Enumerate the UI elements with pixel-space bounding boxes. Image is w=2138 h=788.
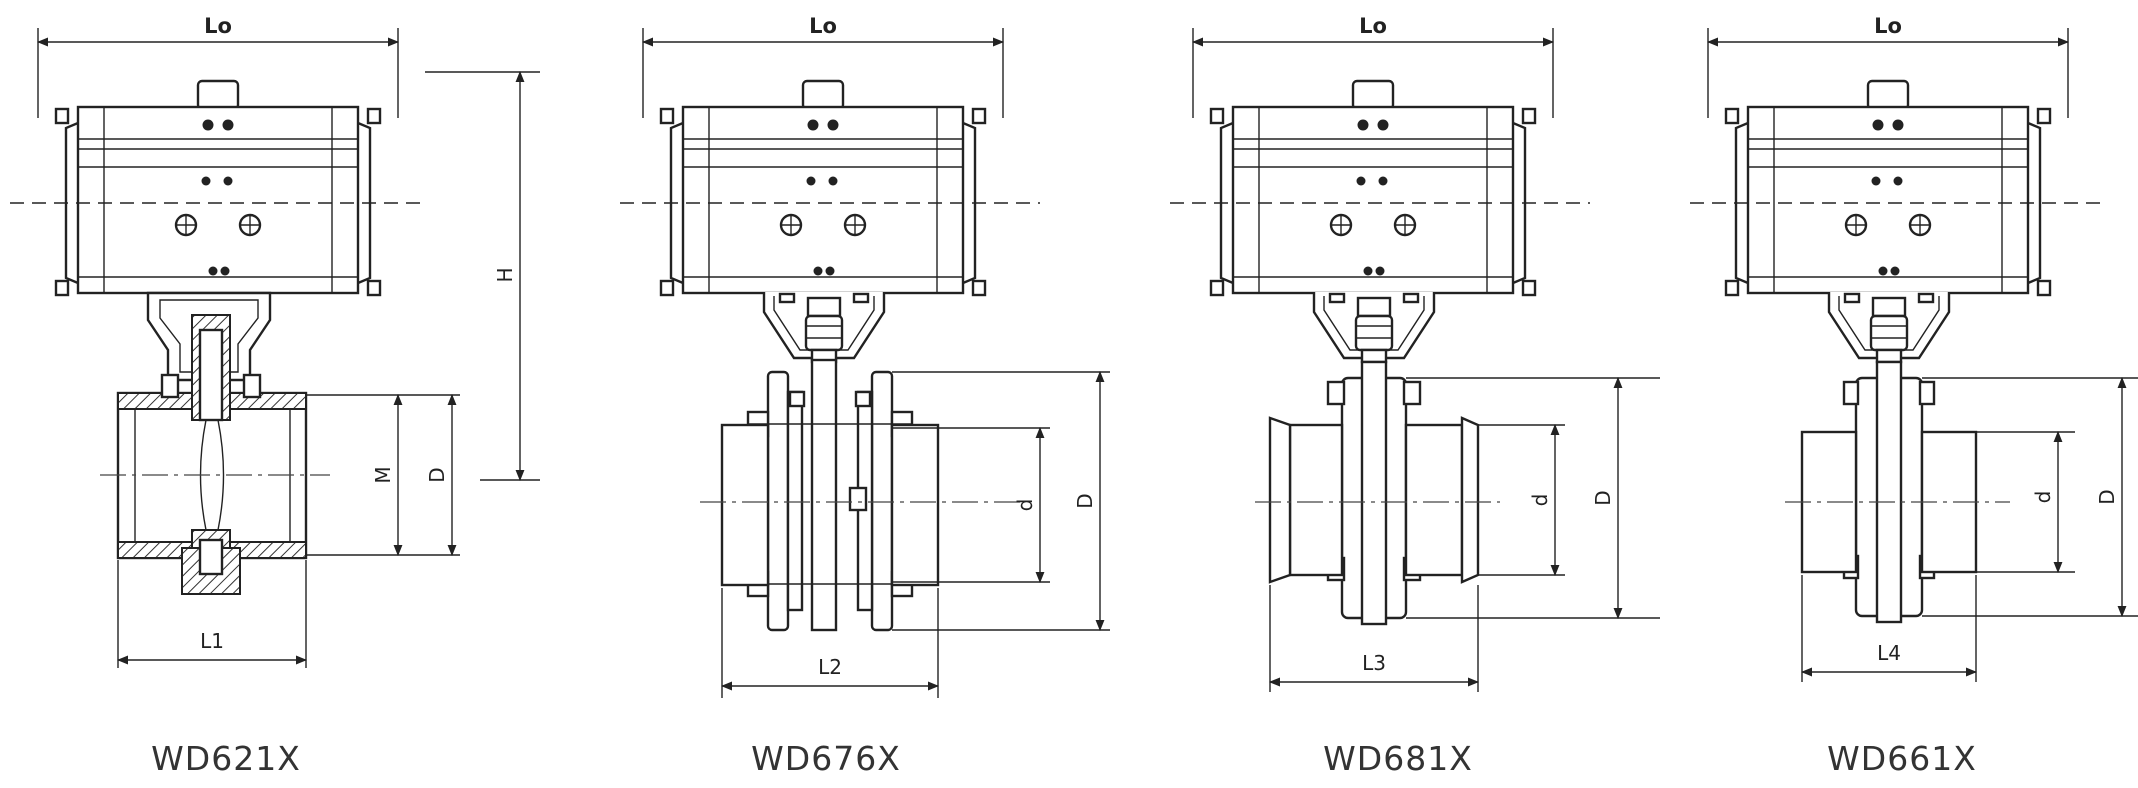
lo-label: Lo [1874,14,1902,38]
valve-wd661x: Lo d D L4 WD661X [1690,14,2138,778]
l4-label: L4 [1877,641,1901,665]
l2-label: L2 [818,655,842,679]
d-inner-label: d [1528,494,1552,507]
model-wd661x: WD661X [1827,739,1977,778]
model-wd621x: WD621X [151,739,301,778]
h-label: H [493,267,517,282]
valve-wd621x: Lo H M D L1 WD6 [10,14,540,778]
lo-label: Lo [204,14,232,38]
lo-label: Lo [809,14,837,38]
valve-wd681x: Lo d D L3 WD681X [1170,14,1660,778]
d-outer-label: D [2095,489,2119,504]
m-label: M [371,466,395,483]
l3-label: L3 [1362,651,1386,675]
d-inner-label: d [1013,499,1037,512]
l1-label: L1 [200,629,224,653]
d-inner-label: d [2031,491,2055,504]
d-outer-label: D [425,467,449,482]
lo-label: Lo [1359,14,1387,38]
valve-wd676x: Lo d D L2 WD676X [620,14,1110,778]
d-outer-label: D [1591,490,1615,505]
d-outer-label: D [1073,493,1097,508]
model-wd676x: WD676X [751,739,901,778]
model-wd681x: WD681X [1323,739,1473,778]
